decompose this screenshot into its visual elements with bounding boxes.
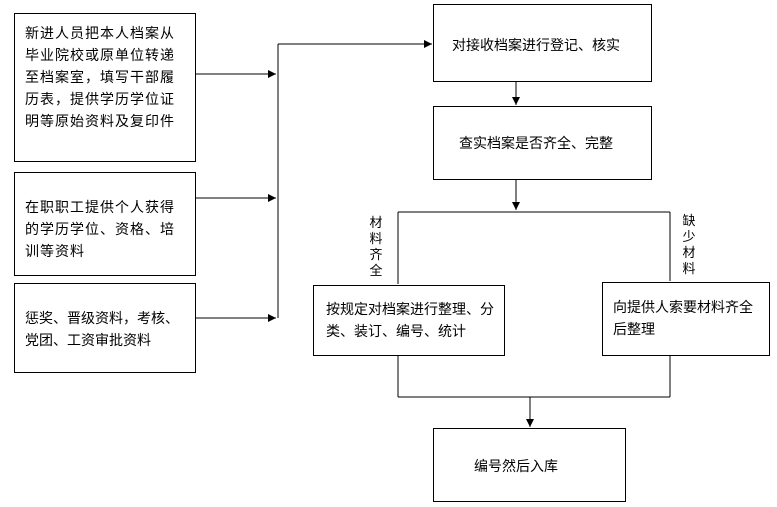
branch-label-complete: 材料齐全 [369, 216, 383, 279]
input-box-current-staff: 在职职工提供个人获得的学历学位、资格、培训等资料 [14, 172, 196, 276]
input-text: 在职职工提供个人获得的学历学位、资格、培训等资料 [25, 200, 175, 260]
step-text: 对接收档案进行登记、核实 [452, 38, 620, 54]
step-register: 对接收档案进行登记、核实 [433, 4, 652, 82]
step-store: 编号然后入库 [433, 428, 626, 502]
branch-label-missing: 缺少材料 [682, 214, 696, 277]
step-organize: 按规定对档案进行整理、分类、装订、编号、统计 [313, 285, 505, 356]
step-check: 查实档案是否齐全、完整 [433, 106, 652, 180]
step-text: 编号然后入库 [474, 459, 558, 475]
input-box-new-staff: 新进人员把本人档案从毕业院校或原单位转递至档案室，填写干部履历表，提供学历学位证… [14, 13, 196, 162]
step-text: 按规定对档案进行整理、分类、装订、编号、统计 [326, 302, 494, 340]
input-text: 惩奖、晋级资料，考核、党团、工资审批资料 [25, 311, 179, 349]
step-text: 查实档案是否齐全、完整 [459, 136, 613, 152]
input-box-records: 惩奖、晋级资料，考核、党团、工资审批资料 [14, 283, 196, 373]
input-text: 新进人员把本人档案从毕业院校或原单位转递至档案室，填写干部履历表，提供学历学位证… [25, 26, 175, 130]
step-request: 向提供人索要材料齐全后整理 [602, 282, 770, 356]
step-text: 向提供人索要材料齐全后整理 [613, 300, 753, 338]
